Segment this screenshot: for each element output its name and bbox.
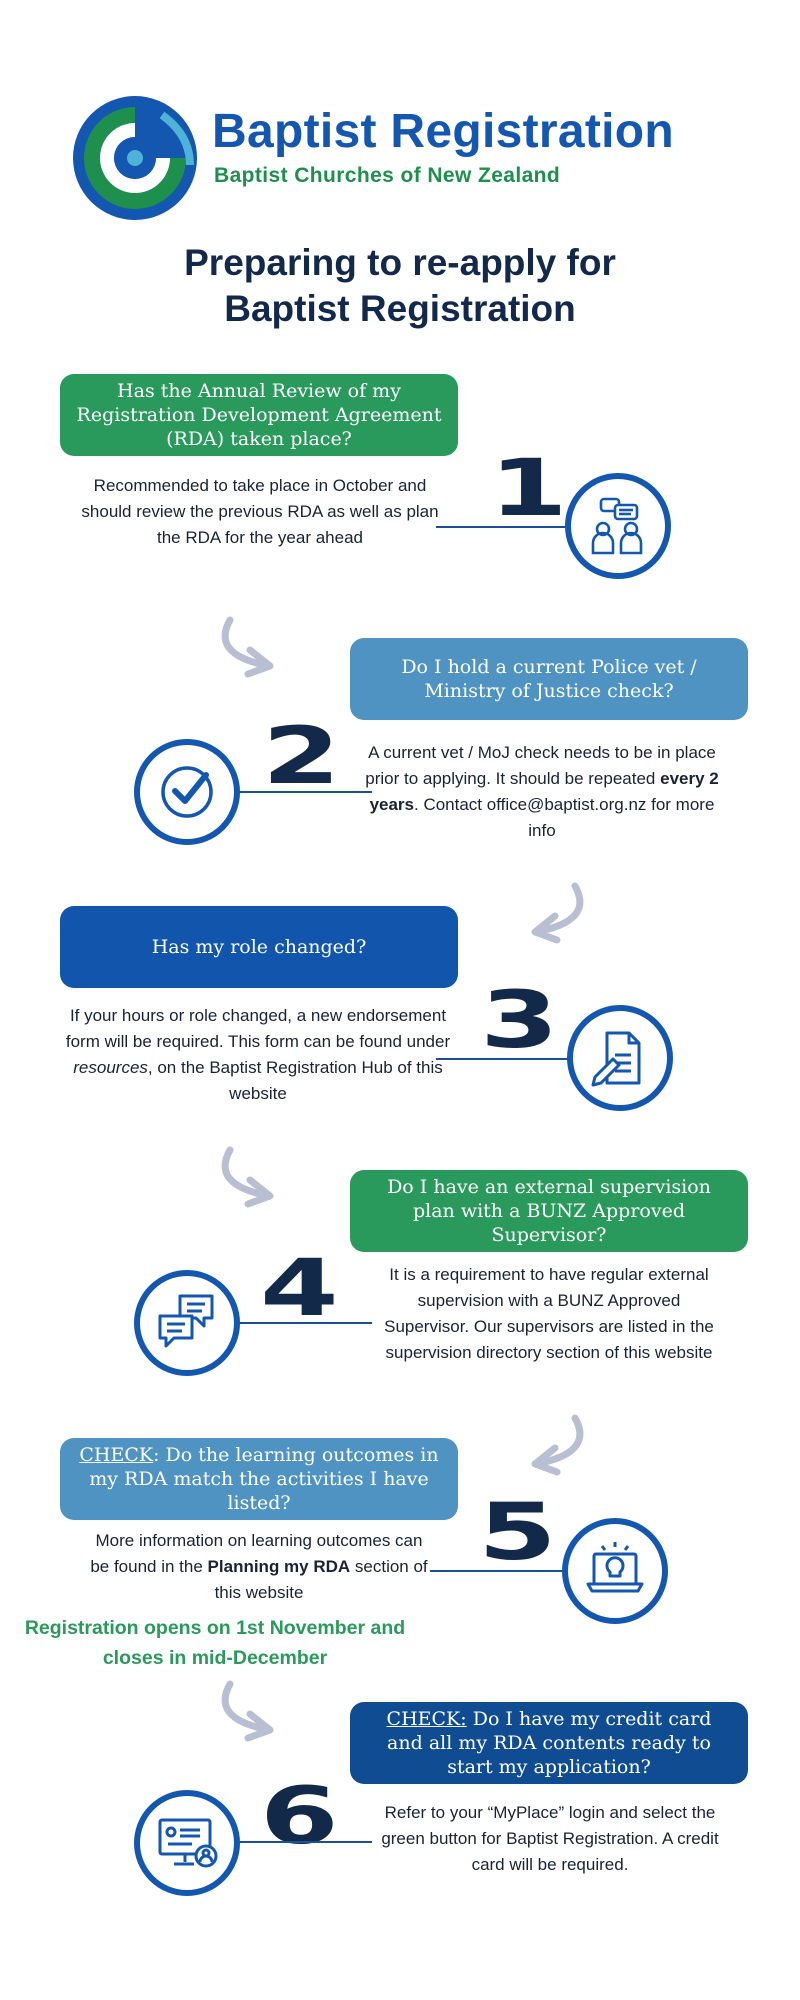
baptist-logo-icon xyxy=(72,95,198,221)
step1-number: 1 xyxy=(489,444,568,534)
step6-body: Refer to your “MyPlace” login and select… xyxy=(381,1803,719,1874)
step4-connector xyxy=(236,1322,372,1324)
page-title: Preparing to re-apply for Baptist Regist… xyxy=(184,242,616,329)
curved-arrow-icon xyxy=(221,1146,274,1208)
step3-number: 3 xyxy=(480,976,559,1066)
step4-number: 4 xyxy=(260,1244,339,1334)
brand-name: Baptist Registration xyxy=(212,105,675,158)
step3-question: Has my role changed? xyxy=(60,906,458,988)
curved-arrow-icon xyxy=(221,616,274,678)
step1-body: Recommended to take place in October and… xyxy=(81,476,439,547)
step6-question: CHECK: Do I have my credit card and all … xyxy=(350,1702,748,1784)
step5-connector xyxy=(430,1570,564,1572)
step2-number: 2 xyxy=(262,712,341,802)
step6-number: 6 xyxy=(260,1772,339,1862)
step2-body: A current vet / MoJ check needs to be in… xyxy=(365,743,719,840)
step1-connector xyxy=(436,526,566,528)
step6-connector xyxy=(236,1841,372,1843)
step2-question: Do I hold a current Police vet / Ministr… xyxy=(350,638,748,720)
step4-question: Do I have an external supervision plan w… xyxy=(350,1170,748,1252)
step5-body: More information on learning outcomes ca… xyxy=(90,1531,428,1602)
curved-arrow-icon xyxy=(531,1414,584,1476)
step4-body: It is a requirement to have regular exte… xyxy=(384,1265,714,1362)
checkmark-icon xyxy=(134,739,240,845)
document-edit-icon xyxy=(567,1005,673,1111)
curved-arrow-icon xyxy=(221,1680,274,1742)
brand-subtitle: Baptist Churches of New Zealand xyxy=(214,164,561,187)
registration-dates-notice: Registration opens on 1st November and c… xyxy=(24,1617,406,1669)
step5-number: 5 xyxy=(478,1488,557,1578)
chat-bubbles-icon xyxy=(134,1270,240,1376)
meeting-people-icon xyxy=(565,473,671,579)
step2-connector xyxy=(236,791,372,793)
curved-arrow-icon xyxy=(531,882,584,944)
step3-connector xyxy=(436,1058,570,1060)
step1-question: Has the Annual Review of my Registration… xyxy=(60,374,458,456)
step3-body: If your hours or role changed, a new end… xyxy=(65,1006,451,1103)
step5-question: CHECK: Do the learning outcomes in my RD… xyxy=(60,1438,458,1520)
laptop-idea-icon xyxy=(562,1518,668,1624)
computer-user-icon xyxy=(134,1790,240,1896)
